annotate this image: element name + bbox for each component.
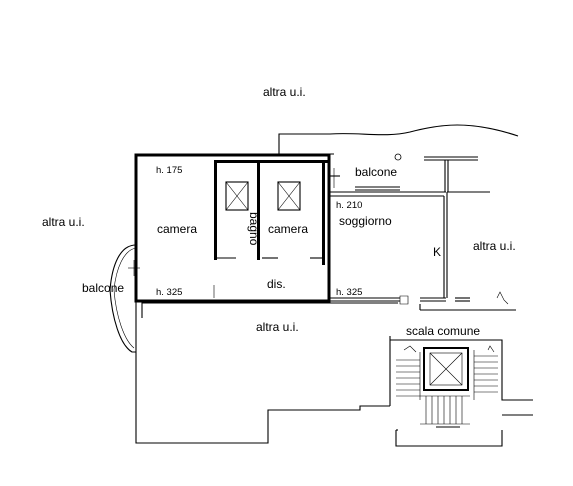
label-altra-left: altra u.i. (42, 215, 85, 229)
shaft-camera (277, 181, 301, 211)
label-balcone-top: balcone (355, 165, 397, 179)
balcony-top (328, 153, 490, 193)
label-altra-top: altra u.i. (263, 85, 306, 99)
apartment-walls (134, 153, 448, 305)
label-h325-right: h. 325 (336, 287, 362, 298)
stair-core (389, 336, 533, 447)
label-h210: h. 210 (336, 200, 362, 211)
label-kitchen: K (433, 245, 441, 259)
label-altra-bottom: altra u.i. (256, 320, 299, 334)
shaft-bagno (225, 181, 249, 211)
label-altra-right: altra u.i. (473, 239, 516, 253)
balcony-left (109, 244, 140, 353)
lower-unit (135, 301, 390, 444)
label-dis: dis. (267, 277, 286, 291)
label-camera-1: camera (157, 222, 197, 236)
label-bagno: bagno (247, 212, 261, 246)
label-h175: h. 175 (156, 165, 182, 176)
label-scala: scala comune (406, 324, 480, 338)
label-balcone-left: balcone (82, 281, 124, 295)
corridor-lower (141, 291, 516, 318)
label-soggiorno: soggiorno (339, 214, 392, 228)
label-h325-left: h. 325 (156, 287, 182, 298)
label-camera-2: camera (268, 222, 308, 236)
interior-walls (213, 160, 328, 298)
neighbour-boundary (278, 124, 519, 155)
